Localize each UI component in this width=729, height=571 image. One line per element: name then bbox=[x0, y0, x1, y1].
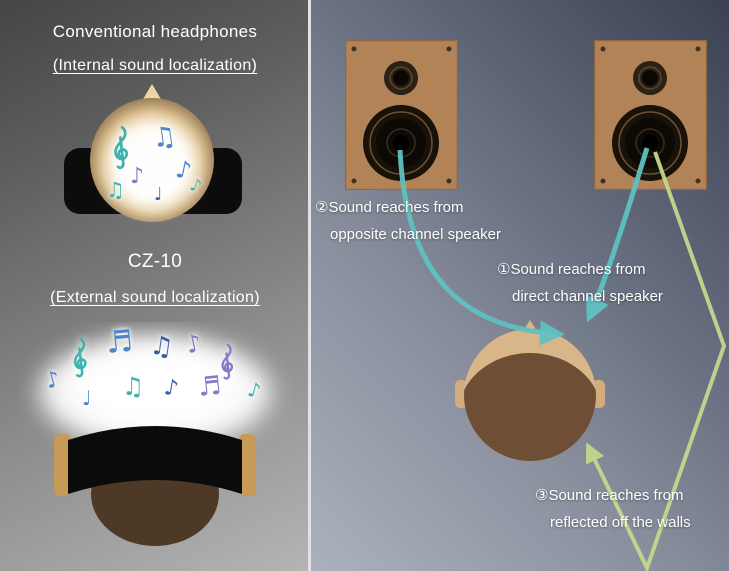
sound-glow-core bbox=[71, 348, 239, 428]
label-line-1: ②Sound reaches from bbox=[315, 199, 464, 216]
music-note-icon: ♫ bbox=[149, 120, 179, 155]
label-line-2: direct channel speaker bbox=[512, 288, 663, 305]
label-line-2: opposite channel speaker bbox=[330, 226, 501, 243]
head-with-headphones-back-view bbox=[39, 336, 271, 546]
conventional-title: Conventional headphones bbox=[52, 22, 258, 41]
music-note-icon: ♩ bbox=[154, 184, 163, 205]
music-note-icon: ♬ bbox=[196, 370, 223, 404]
treble-clef-icon bbox=[70, 338, 91, 380]
music-note-icon: ♫ bbox=[122, 372, 145, 401]
music-note-icon: ♫ bbox=[106, 178, 125, 202]
speaker-left-icon bbox=[345, 40, 458, 190]
head-with-headphones-top-view bbox=[64, 84, 242, 222]
label-reflected-walls: ③Sound reaches from reflected off the wa… bbox=[535, 482, 691, 536]
internal-localization-illustration: ♫ ♪ ♪ ♫ ♩ ♪ bbox=[52, 78, 252, 243]
music-note-icon: ♩ bbox=[82, 386, 92, 410]
speaker-right-icon bbox=[594, 40, 707, 190]
label-direct-channel: ①Sound reaches from direct channel speak… bbox=[497, 256, 663, 310]
right-panel: ②Sound reaches from opposite channel spe… bbox=[310, 0, 729, 571]
label-opposite-channel: ②Sound reaches from opposite channel spe… bbox=[315, 194, 501, 248]
listener-head-top-view bbox=[455, 320, 605, 461]
label-line-1: ③Sound reaches from bbox=[535, 487, 684, 504]
treble-clef-icon bbox=[218, 344, 237, 382]
sound-glow bbox=[110, 124, 194, 208]
cz10-subtitle: (External sound localization) bbox=[50, 289, 260, 306]
cz10-title: CZ-10 bbox=[127, 251, 183, 272]
ear-cup-right bbox=[239, 434, 256, 496]
label-line-1: ①Sound reaches from bbox=[497, 261, 646, 278]
music-note-icon: ♬ bbox=[104, 323, 135, 362]
external-localization-illustration: ♬ ♫ ♪ ♪ ♫ ♪ ♬ ♪ ♩ bbox=[18, 322, 292, 557]
conventional-subtitle: (Internal sound localization) bbox=[52, 57, 258, 74]
label-line-2: reflected off the walls bbox=[550, 514, 691, 531]
music-note-icon: ♪ bbox=[130, 164, 145, 189]
music-note-icon: ♫ bbox=[148, 330, 176, 364]
left-panel: Conventional headphones (Internal sound … bbox=[0, 0, 310, 571]
hair bbox=[464, 353, 596, 461]
headphone-band bbox=[68, 426, 242, 494]
panel-divider bbox=[308, 0, 311, 571]
ear-cup-left bbox=[54, 434, 71, 496]
